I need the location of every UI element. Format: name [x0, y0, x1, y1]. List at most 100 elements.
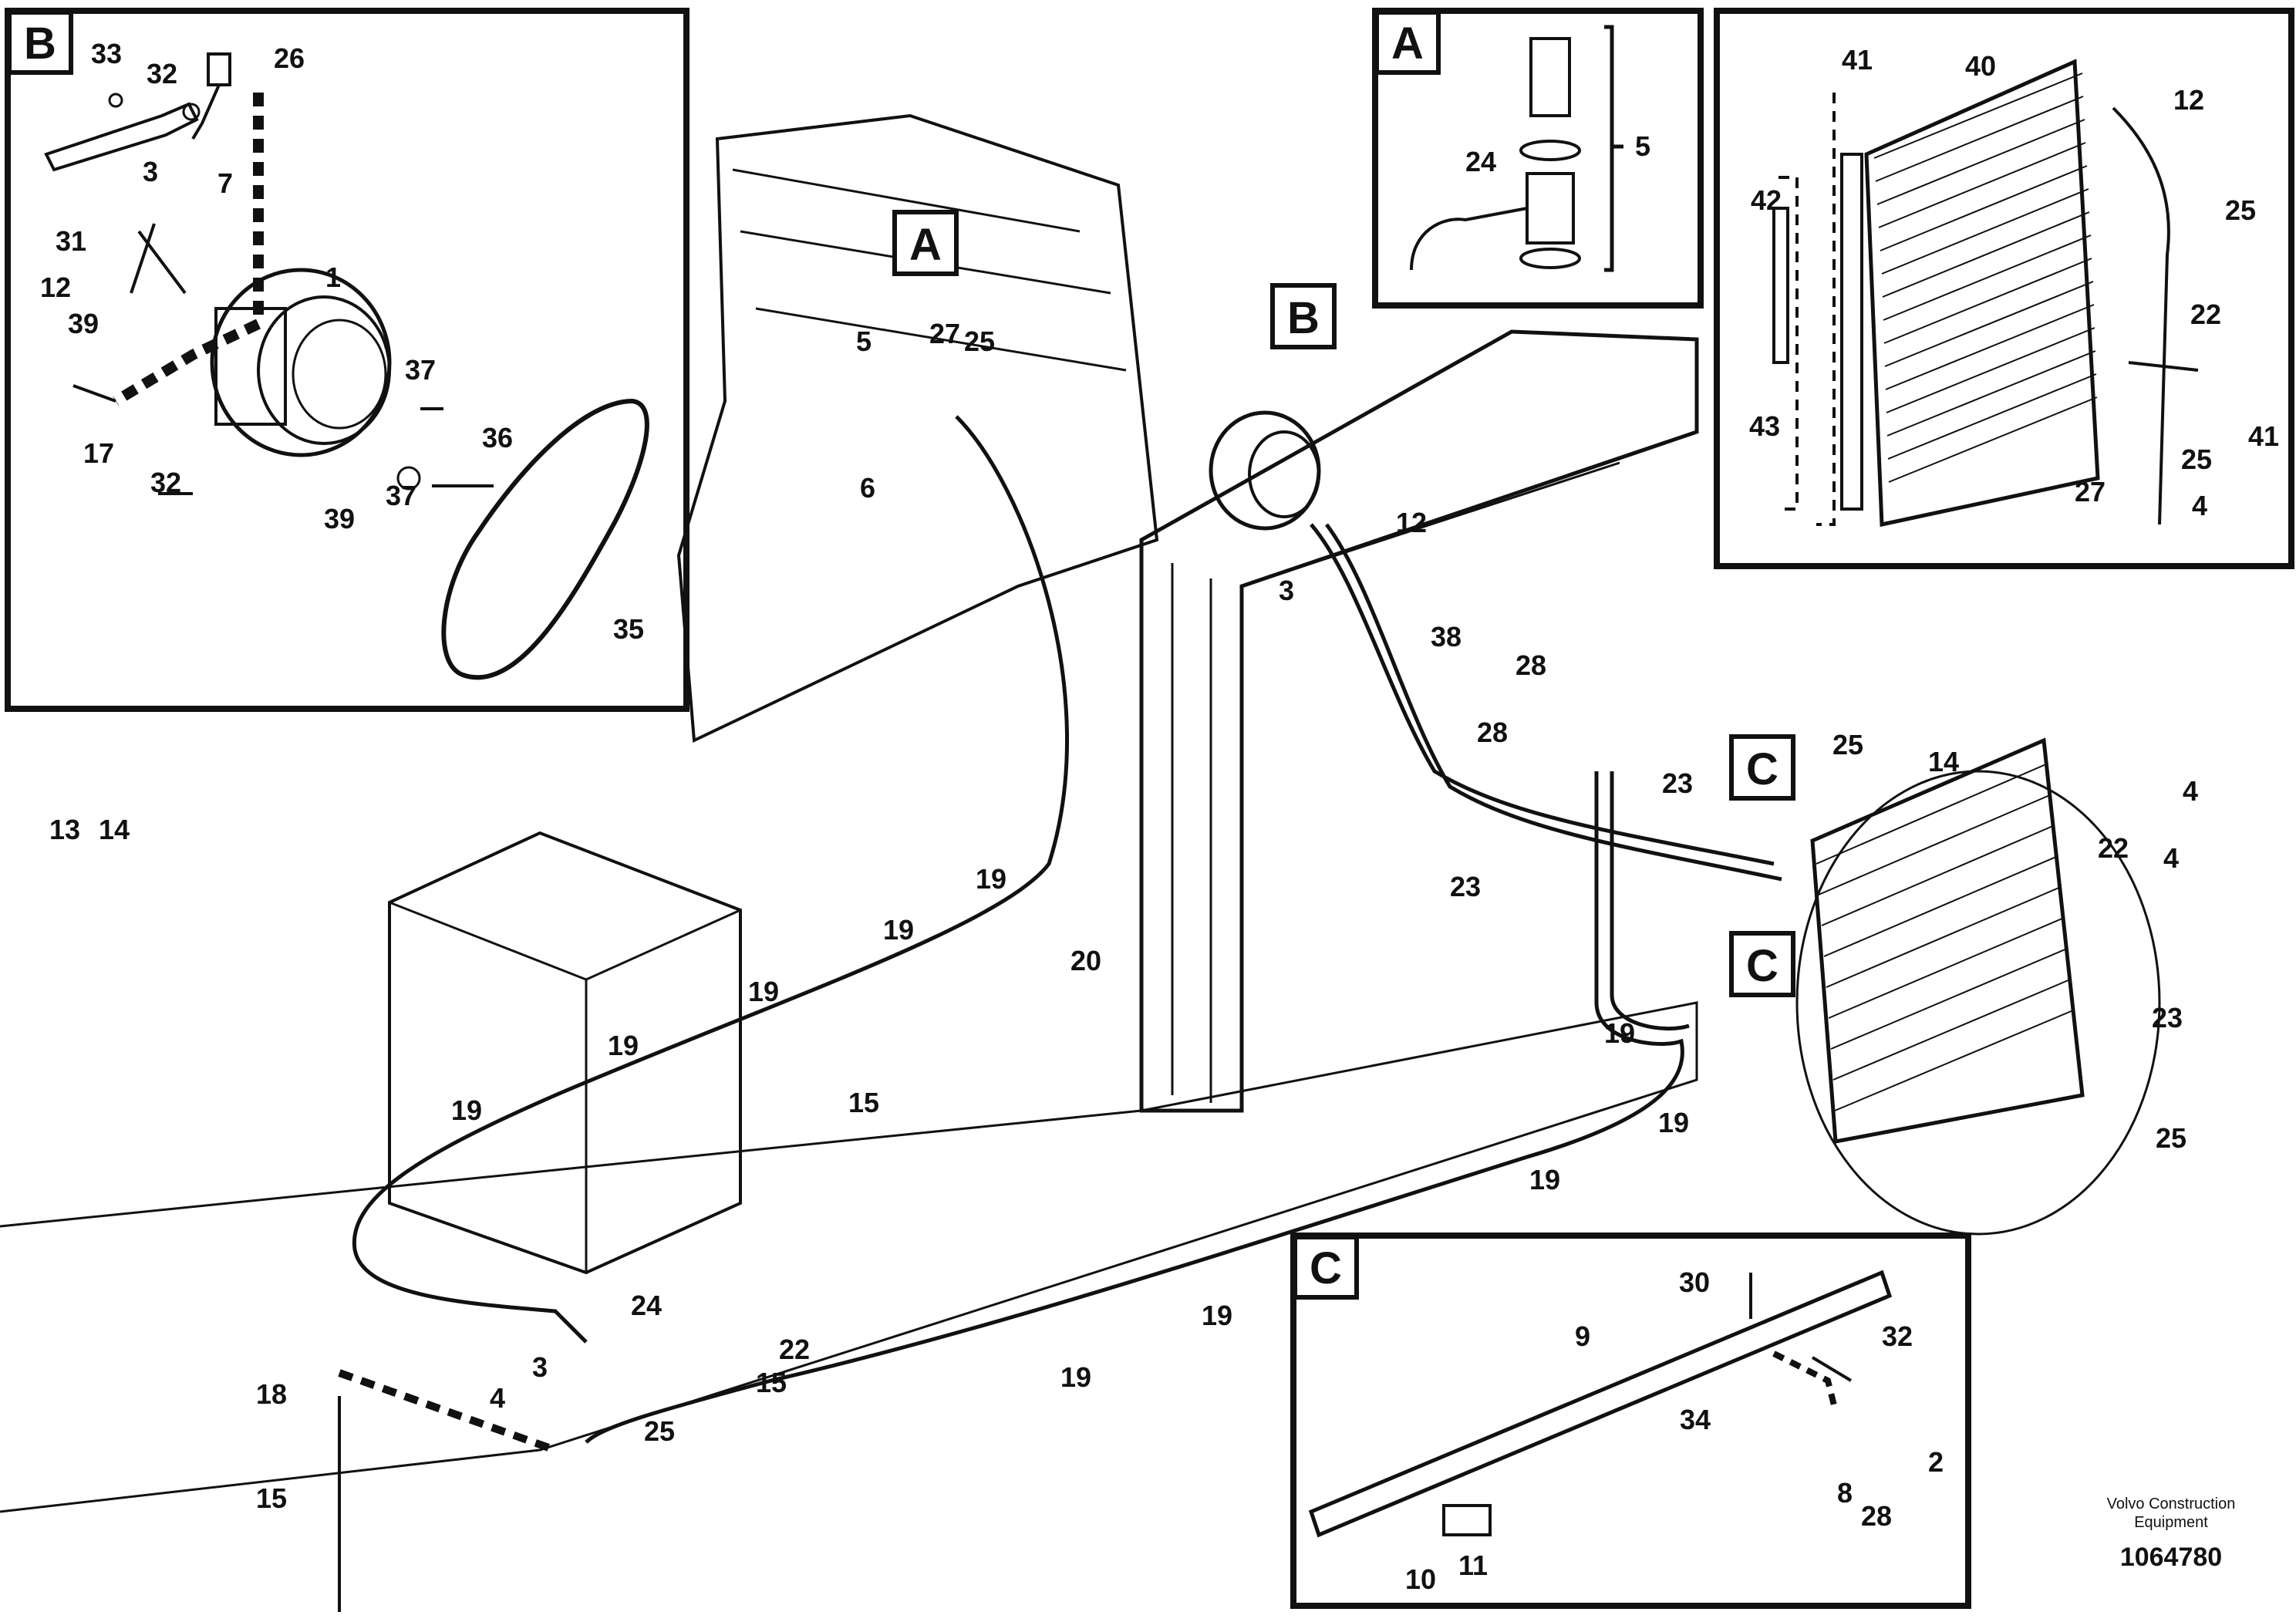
detail-b-letter: B: [24, 19, 56, 69]
company-name-line2: Equipment: [2134, 1514, 2208, 1531]
svg-text:34: 34: [1680, 1404, 1711, 1435]
svg-text:25: 25: [1832, 729, 1863, 760]
svg-text:25: 25: [2225, 194, 2256, 226]
svg-text:12: 12: [1396, 507, 1427, 538]
svg-text:23: 23: [1450, 871, 1481, 902]
svg-text:12: 12: [40, 271, 71, 303]
drive-belt: [441, 398, 649, 680]
svg-text:1: 1: [325, 261, 341, 293]
svg-text:20: 20: [1070, 945, 1101, 976]
svg-text:19: 19: [1529, 1164, 1560, 1195]
heater-unit: [388, 831, 742, 1275]
refrigerant-hoses: [338, 415, 1782, 1612]
svg-text:5: 5: [1635, 130, 1650, 162]
svg-text:19: 19: [883, 914, 914, 946]
svg-text:6: 6: [860, 472, 875, 504]
svg-text:30: 30: [1679, 1266, 1710, 1298]
svg-text:18: 18: [256, 1378, 287, 1410]
svg-text:42: 42: [1751, 184, 1782, 216]
svg-text:A: A: [909, 220, 942, 270]
svg-text:4: 4: [490, 1382, 505, 1414]
detail-condenser-callouts: 41 40 12 42 25 22 41 43 25 27 4: [1749, 44, 2279, 521]
svg-text:19: 19: [1060, 1361, 1091, 1393]
svg-text:19: 19: [748, 976, 779, 1007]
detail-b-callouts: 33 32 26 7 3 31 1 12 39 37 17 36 32 39 3…: [40, 38, 644, 645]
svg-text:4: 4: [2192, 490, 2207, 521]
svg-text:24: 24: [631, 1290, 662, 1321]
detail-a-panel: A 24 5: [1372, 8, 1704, 309]
svg-text:14: 14: [1928, 746, 1959, 777]
svg-text:B: B: [1287, 293, 1320, 343]
svg-text:39: 39: [68, 308, 99, 339]
svg-text:C: C: [1746, 941, 1778, 991]
detail-c-panel: C 30 9 32 34 2 8 28 10 11: [1290, 1233, 1971, 1609]
svg-text:27: 27: [929, 318, 960, 349]
radiator-frame: [1139, 329, 1699, 1113]
svg-text:22: 22: [2098, 832, 2129, 864]
svg-text:27: 27: [2075, 476, 2106, 508]
svg-text:3: 3: [143, 156, 158, 187]
engine: [676, 113, 1159, 744]
svg-text:19: 19: [608, 1030, 639, 1061]
svg-text:9: 9: [1575, 1320, 1590, 1352]
svg-text:C: C: [1746, 744, 1778, 794]
svg-text:25: 25: [964, 325, 995, 357]
svg-text:23: 23: [1662, 767, 1693, 799]
svg-text:19: 19: [451, 1094, 482, 1126]
svg-text:4: 4: [2163, 842, 2179, 874]
drawing-number: 1064780: [2119, 1543, 2223, 1572]
svg-text:26: 26: [274, 42, 305, 74]
svg-text:32: 32: [1882, 1320, 1913, 1352]
compressor-detail: [130, 223, 392, 457]
svg-text:15: 15: [756, 1367, 787, 1398]
svg-text:22: 22: [2190, 298, 2221, 330]
detail-condenser-panel: 41 40 12 42 25 22 41 43 25 27 4: [1714, 8, 2294, 569]
svg-text:11: 11: [1458, 1549, 1488, 1581]
detail-b-panel: B 33 32 26 7 3 31 1 12: [5, 8, 689, 712]
svg-text:19: 19: [1604, 1017, 1635, 1049]
svg-text:4: 4: [2183, 775, 2198, 807]
drawing-footer: Volvo Construction Equipment 1064780: [2075, 1495, 2267, 1573]
svg-text:5: 5: [856, 325, 872, 357]
svg-text:32: 32: [150, 467, 181, 498]
svg-text:25: 25: [644, 1415, 675, 1447]
svg-text:39: 39: [324, 503, 355, 534]
svg-text:33: 33: [91, 38, 122, 69]
svg-text:2: 2: [1928, 1446, 1944, 1478]
svg-text:25: 25: [2181, 443, 2212, 475]
svg-text:22: 22: [779, 1334, 810, 1365]
svg-text:17: 17: [83, 437, 114, 469]
svg-text:14: 14: [99, 814, 130, 845]
main-view-markers: A B C C: [892, 210, 1795, 997]
svg-text:35: 35: [613, 613, 644, 645]
svg-text:3: 3: [1279, 575, 1294, 606]
svg-text:10: 10: [1405, 1563, 1436, 1595]
svg-text:28: 28: [1477, 717, 1508, 748]
svg-text:24: 24: [1465, 146, 1496, 177]
svg-text:37: 37: [405, 354, 436, 386]
condenser: [1810, 737, 2085, 1144]
svg-text:41: 41: [1842, 44, 1873, 76]
svg-text:41: 41: [2248, 420, 2279, 452]
company-name-line1: Volvo Construction: [2106, 1496, 2236, 1512]
svg-text:19: 19: [1202, 1300, 1232, 1331]
detail-a-letter: A: [1391, 19, 1424, 69]
svg-text:23: 23: [2152, 1002, 2183, 1034]
detail-c-letter: C: [1310, 1243, 1342, 1293]
svg-text:13: 13: [49, 814, 80, 845]
svg-text:15: 15: [848, 1087, 879, 1118]
svg-text:37: 37: [386, 480, 416, 511]
svg-text:32: 32: [147, 58, 177, 89]
main-assembly: 13 14 25 5 27 6 12 3 38 28 28 23 23 25 1…: [0, 113, 2198, 1612]
svg-text:15: 15: [256, 1482, 287, 1514]
main-callouts: 13 14 25 5 27 6 12 3 38 28 28 23 23 25 1…: [49, 318, 2198, 1514]
svg-text:38: 38: [1431, 621, 1462, 653]
svg-text:12: 12: [2173, 84, 2204, 116]
svg-text:28: 28: [1515, 649, 1546, 681]
svg-text:25: 25: [2156, 1122, 2186, 1154]
svg-text:31: 31: [56, 225, 86, 257]
svg-text:19: 19: [976, 863, 1006, 895]
svg-text:36: 36: [482, 422, 513, 454]
